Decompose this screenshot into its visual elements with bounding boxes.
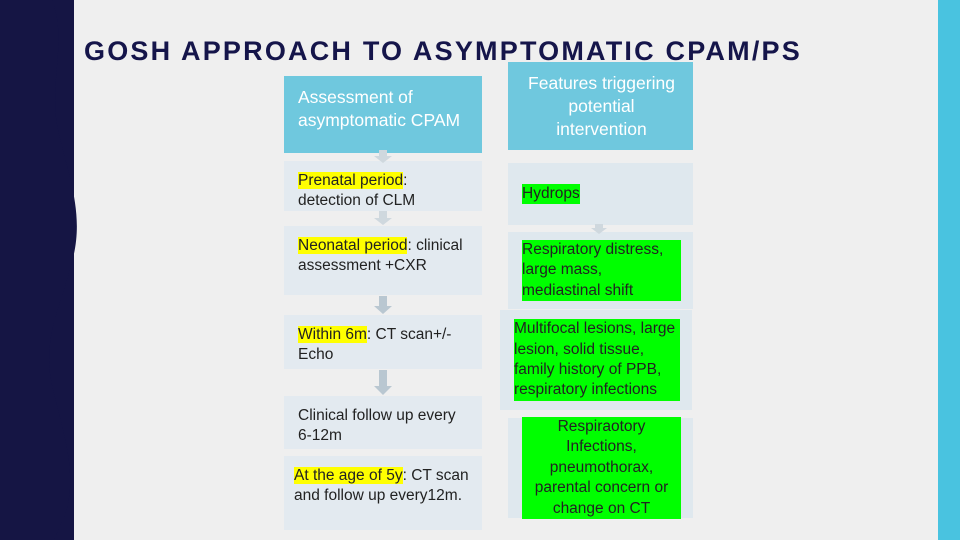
right-column-header-text: Features triggering potential interventi… <box>528 73 675 140</box>
right-cyan-band <box>938 0 960 540</box>
left-step-clinical-follow-up: Clinical follow up every 6-12m <box>284 396 482 449</box>
right-feature-multifocal-lesions: Multifocal lesions, large lesion, solid … <box>500 310 692 410</box>
left-step-clinical-follow-up-text: Clinical follow up every 6-12m <box>298 407 456 445</box>
right-feature-respiratory-infections: Respiraotory Infections, pneumothorax, p… <box>508 416 693 520</box>
left-step-prenatal: Prenatal period: detection of CLM <box>284 161 482 211</box>
left-step-within-6m: Within 6m: CT scan+/- Echo <box>284 315 482 369</box>
right-feature-respiratory-distress-text: Respiratory distress, large mass, medias… <box>522 239 681 302</box>
left-column-header-text: Assessment of asymptomatic CPAM <box>298 87 461 131</box>
left-step-within-6m-highlight: Within 6m <box>298 326 367 343</box>
left-column-header: Assessment of asymptomatic CPAM <box>284 76 482 153</box>
right-feature-hydrops-text: Hydrops <box>522 183 580 205</box>
left-step-neonatal-rest: : clinical assessment +CXR <box>298 237 463 275</box>
left-step-within-6m-rest: : CT scan+/- Echo <box>298 326 452 364</box>
arrow-neonatal <box>374 211 392 225</box>
right-feature-multifocal-lesions-text: Multifocal lesions, large lesion, solid … <box>514 319 680 401</box>
left-step-prenatal-highlight: Prenatal period <box>298 172 404 189</box>
arrow-within-6m <box>374 296 392 314</box>
left-band-wave-decoration <box>38 0 77 540</box>
left-step-age-5y: At the age of 5y: CT scan and follow up … <box>284 456 482 530</box>
left-step-age-5y-highlight: At the age of 5y <box>294 467 403 484</box>
left-step-neonatal: Neonatal period: clinical assessment +CX… <box>284 226 482 295</box>
right-column-header: Features triggering potential interventi… <box>508 62 693 150</box>
right-feature-hydrops: Hydrops <box>508 163 693 225</box>
page-title: GOSH APPROACH TO ASYMPTOMATIC CPAM/PS <box>84 36 802 66</box>
arrow-right-hydrops <box>591 224 607 234</box>
arrow-clinical-follow-up <box>374 370 392 395</box>
left-step-age-5y-rest: : CT scan and follow up every12m. <box>294 467 469 505</box>
arrow-prenatal <box>374 150 392 163</box>
left-step-neonatal-highlight: Neonatal period <box>298 237 408 254</box>
right-feature-respiratory-distress: Respiratory distress, large mass, medias… <box>508 232 693 309</box>
left-step-prenatal-rest: : detection of CLM <box>298 172 416 210</box>
right-feature-respiratory-infections-text: Respiraotory Infections, pneumothorax, p… <box>522 416 681 520</box>
